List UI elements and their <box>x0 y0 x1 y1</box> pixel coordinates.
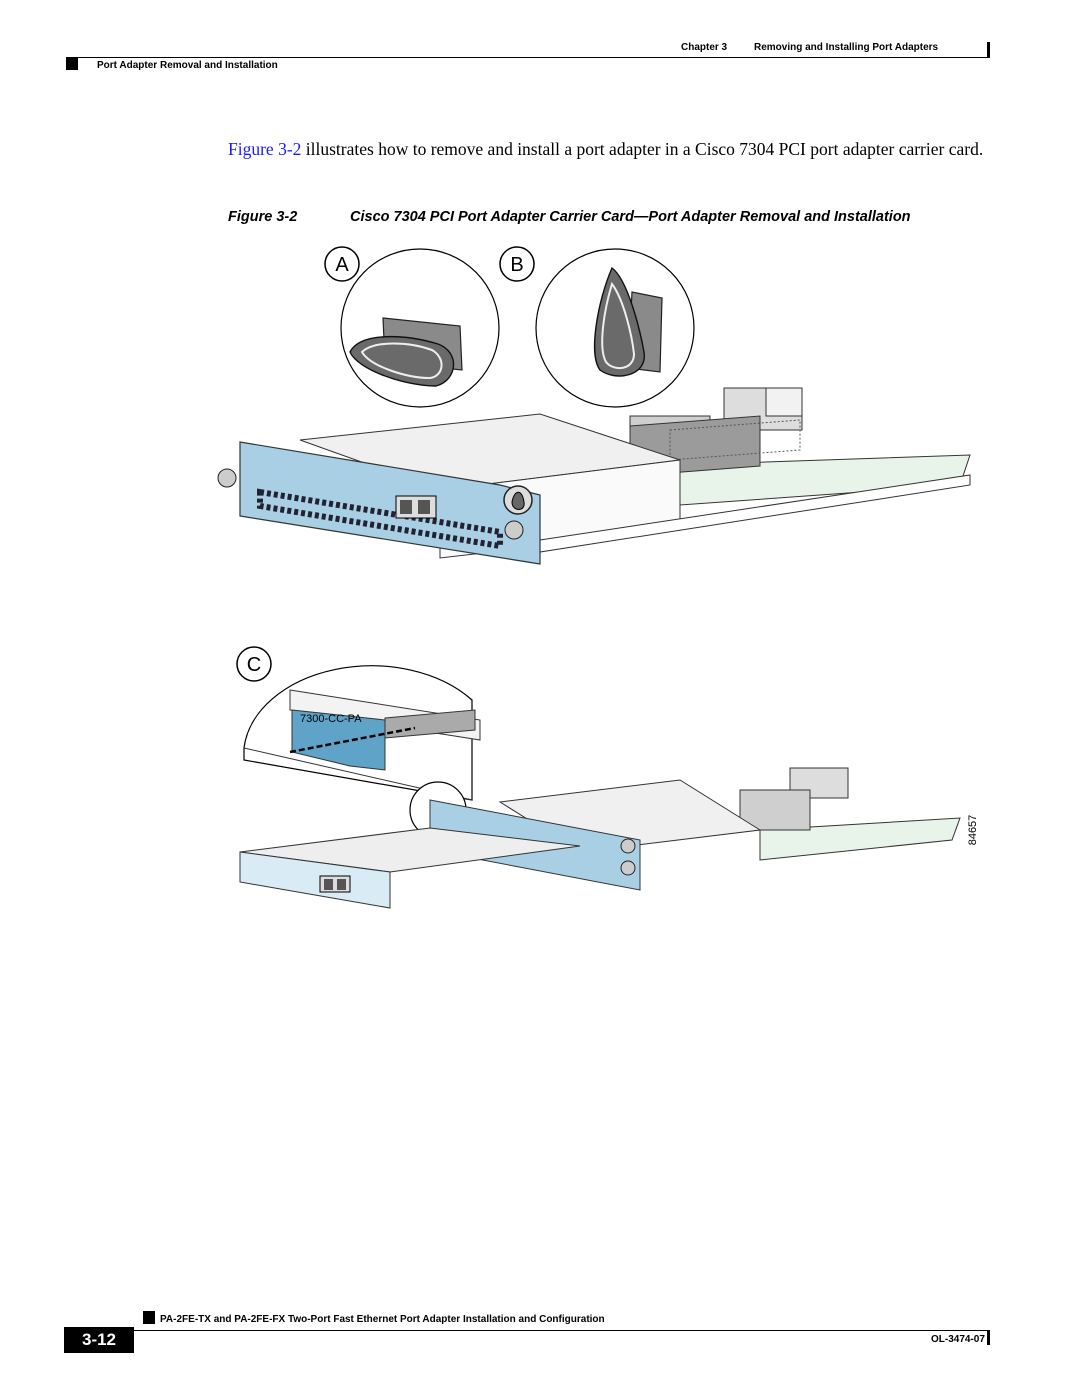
header-rule <box>73 57 990 58</box>
footer-square-marker <box>143 1311 155 1324</box>
carrier-card-top <box>217 387 971 565</box>
callout-c: C <box>236 646 272 682</box>
carrier-card-bottom <box>239 767 961 909</box>
lever-open-detail <box>535 248 695 408</box>
figure-number: Figure 3-2 <box>228 209 298 225</box>
callout-b: B <box>499 246 535 282</box>
detail-label: 7300-CC-PA <box>300 713 362 725</box>
guide-rail-detail: 7300-CC-PA <box>243 665 481 801</box>
footer-end-bar <box>987 1330 990 1345</box>
page-number: 3-12 <box>64 1327 134 1353</box>
chapter-label: Chapter 3 <box>681 42 728 53</box>
art-number: 84657 <box>967 815 979 846</box>
body-paragraph: Figure 3-2 illustrates how to remove and… <box>228 137 990 162</box>
header-square-marker <box>66 57 78 70</box>
footer-rule <box>134 1330 990 1331</box>
figure-caption: Figure 3-2 Cisco 7304 PCI Port Adapter Ca… <box>228 209 988 225</box>
figure-title: Cisco 7304 PCI Port Adapter Carrier Card… <box>350 209 911 225</box>
svg-text:B: B <box>510 254 523 276</box>
svg-text:A: A <box>335 254 349 276</box>
figure-cross-reference-link[interactable]: Figure 3-2 <box>228 139 302 159</box>
port-adapter-illustration: A B C <box>217 246 979 909</box>
body-text: illustrates how to remove and install a … <box>301 139 984 159</box>
chapter-title: Removing and Installing Port Adapters <box>754 42 939 53</box>
header-end-bar <box>987 42 990 57</box>
callout-a: A <box>324 246 360 282</box>
doc-number: OL-3474-07 <box>931 1334 985 1345</box>
svg-text:C: C <box>247 654 261 676</box>
footer-doc-title: PA-2FE-TX and PA-2FE-FX Two-Port Fast Et… <box>160 1314 605 1325</box>
section-title: Port Adapter Removal and Installation <box>97 60 278 71</box>
lever-closed-detail <box>340 248 500 408</box>
